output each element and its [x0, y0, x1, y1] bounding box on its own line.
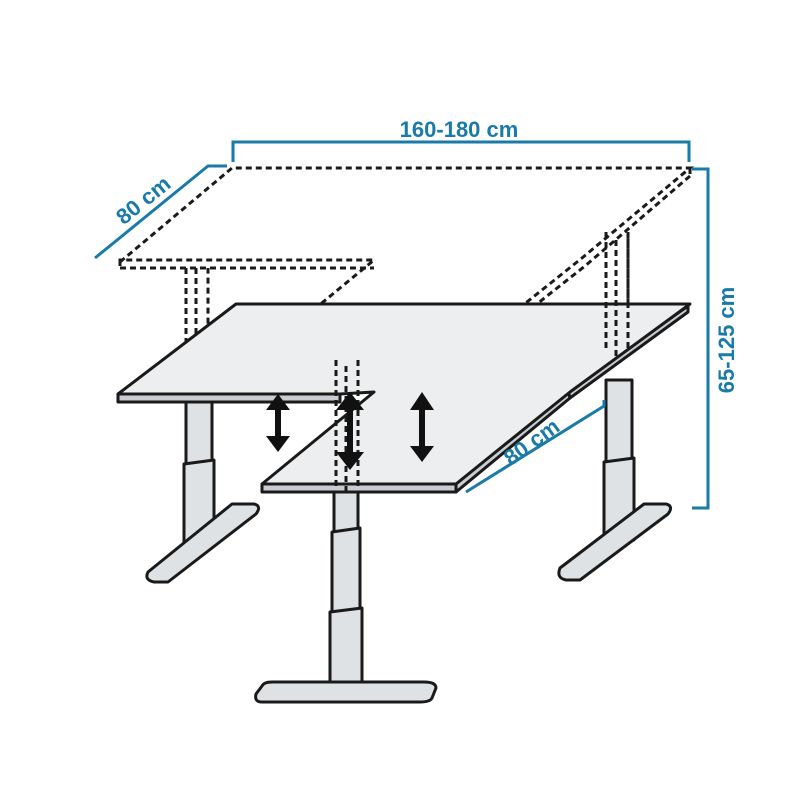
right-leg	[557, 378, 673, 582]
height-adjust-arrows	[266, 392, 434, 470]
dimension-lines	[94, 140, 710, 510]
lowered-desktop	[116, 302, 692, 494]
height-label: 65-125 cm	[714, 287, 739, 393]
left-leg	[145, 400, 261, 584]
width-dimension-line	[231, 140, 691, 162]
double-arrow-icon	[410, 392, 434, 462]
height-dimension-line	[692, 167, 710, 510]
raised-center-leg-dashed	[334, 360, 360, 492]
depth-dimension-line-top	[94, 164, 227, 260]
double-arrow-icon	[336, 392, 364, 470]
width-label: 160-180 cm	[400, 117, 519, 142]
depth-dimension-line-return	[465, 400, 606, 494]
center-leg	[254, 490, 438, 704]
raised-right-leg-dashed	[604, 232, 630, 356]
double-arrow-icon	[266, 394, 290, 452]
